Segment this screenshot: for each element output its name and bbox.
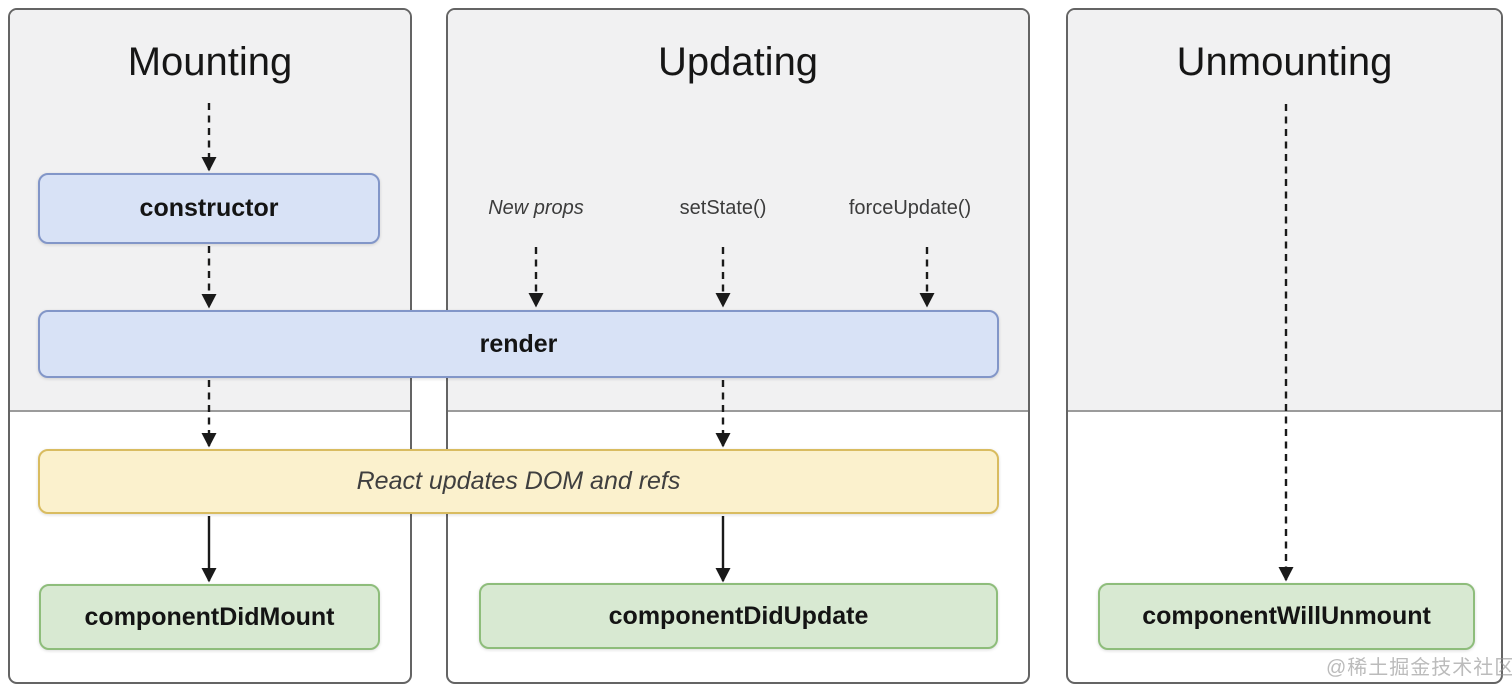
component-will-unmount-box: componentWillUnmount — [1098, 583, 1475, 650]
react-updates-dom-label: React updates DOM and refs — [356, 467, 681, 495]
column-title-mounting: Mounting — [127, 40, 293, 84]
column-title-unmounting: Unmounting — [1176, 40, 1393, 84]
component-did-update-box: componentDidUpdate — [479, 583, 998, 649]
trigger-label-set-state: setState() — [679, 197, 767, 219]
constructor-box: constructor — [38, 173, 380, 244]
column-title-updating: Updating — [657, 40, 819, 84]
render-phase-background-unmounting — [1068, 10, 1501, 412]
react-updates-dom-box: React updates DOM and refs — [38, 449, 999, 514]
watermark: @稀土掘金技术社区 — [1326, 657, 1512, 679]
trigger-label-force-update: forceUpdate() — [848, 197, 972, 219]
component-did-mount-label: componentDidMount — [84, 602, 335, 631]
render-box: render — [38, 310, 999, 378]
component-will-unmount-label: componentWillUnmount — [1142, 602, 1431, 630]
component-did-update-label: componentDidUpdate — [608, 601, 869, 630]
render-label: render — [479, 329, 558, 358]
constructor-label: constructor — [139, 194, 279, 222]
component-did-mount-box: componentDidMount — [39, 584, 380, 650]
trigger-label-new-props: New props — [488, 197, 584, 219]
